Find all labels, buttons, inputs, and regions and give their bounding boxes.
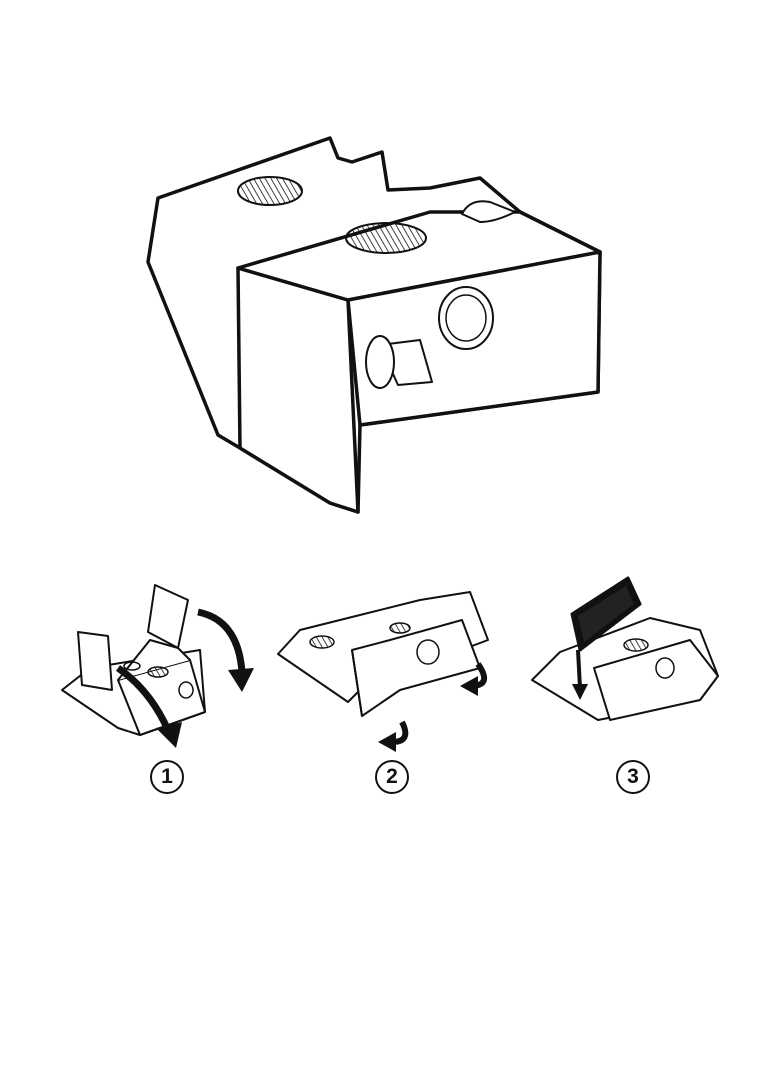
step1-right-flap xyxy=(147,584,189,649)
assembled-viewer xyxy=(146,136,602,514)
step2-pad-1 xyxy=(309,635,335,649)
step1-box xyxy=(117,659,206,736)
step3-pad xyxy=(623,638,649,652)
step1-left-flap xyxy=(77,631,113,691)
step3-arrow-down xyxy=(576,649,582,689)
step1-pad xyxy=(147,666,169,678)
viewer-front-left-face xyxy=(236,266,360,514)
top-notch xyxy=(461,200,516,223)
left-lens xyxy=(365,335,395,389)
viewer-front-top-face xyxy=(236,210,602,302)
step1-arrow-right xyxy=(197,608,246,673)
step1-arrow-left xyxy=(115,665,172,732)
right-lens xyxy=(438,286,494,350)
step-number-1: 1 xyxy=(150,760,184,794)
step3-front-box xyxy=(593,639,719,721)
hatched-pad-back xyxy=(237,176,303,206)
step-2-illustration xyxy=(277,591,489,752)
step2-pad-2 xyxy=(389,622,411,634)
step-3-illustration xyxy=(531,576,719,721)
step-number-3: 3 xyxy=(616,760,650,794)
hatched-pad-front xyxy=(345,222,427,254)
step-1-illustration xyxy=(61,584,254,748)
step-number-2: 2 xyxy=(375,760,409,794)
